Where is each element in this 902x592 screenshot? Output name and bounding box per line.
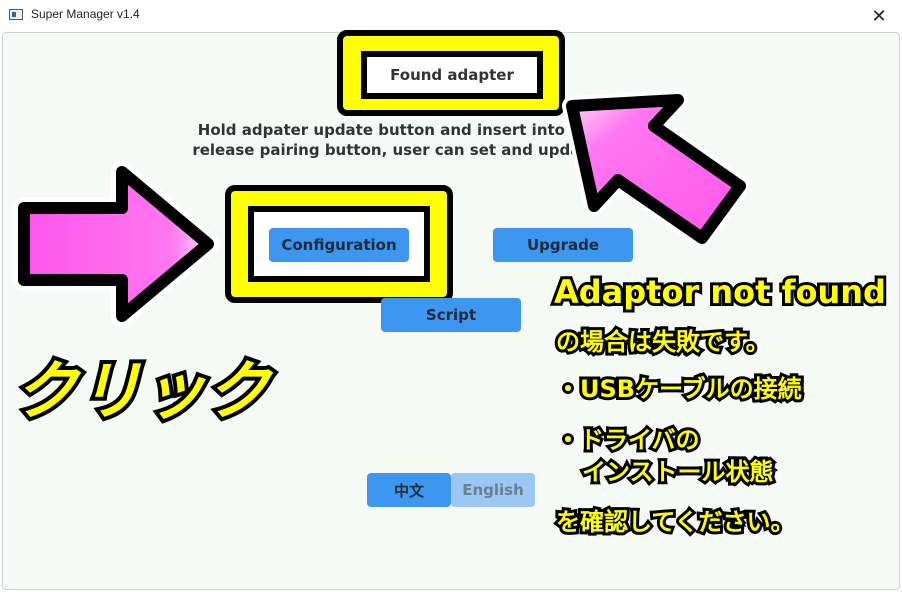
annotation-title: Adaptor not found [551,270,889,314]
instructions-line-2: release pairing button, user can set and… [192,141,598,159]
annotation-line-1: の場合は失敗です。 [553,325,773,359]
window-title: Super Manager v1.4 [31,7,140,21]
status-label: Found adapter [390,66,514,84]
annotation-line-5: を確認してください。 [553,505,798,539]
annotation-line-3: ・ドライバの [553,423,703,457]
configuration-button[interactable]: Configuration [269,228,409,262]
instructions-text: Hold adpater update button and insert in… [180,120,610,160]
arrow-up-left-icon [562,90,750,248]
annotation-line-4: インストール状態 [579,455,777,489]
title-bar: Super Manager v1.4 ✕ [0,0,902,32]
close-button[interactable]: ✕ [871,5,887,27]
app-icon [9,9,23,20]
status-inner-box [361,51,543,99]
arrow-right-icon [13,161,219,327]
instructions-line-1: Hold adpater update button and insert in… [197,121,593,139]
upgrade-button[interactable]: Upgrade [493,228,633,262]
lang-chinese-button[interactable]: 中文 [367,473,451,507]
lang-english-button[interactable]: English [451,473,535,507]
annotation-line-2: ・USBケーブルの接続 [553,372,805,406]
click-annotation: クリック [10,351,274,433]
script-button[interactable]: Script [381,298,521,332]
